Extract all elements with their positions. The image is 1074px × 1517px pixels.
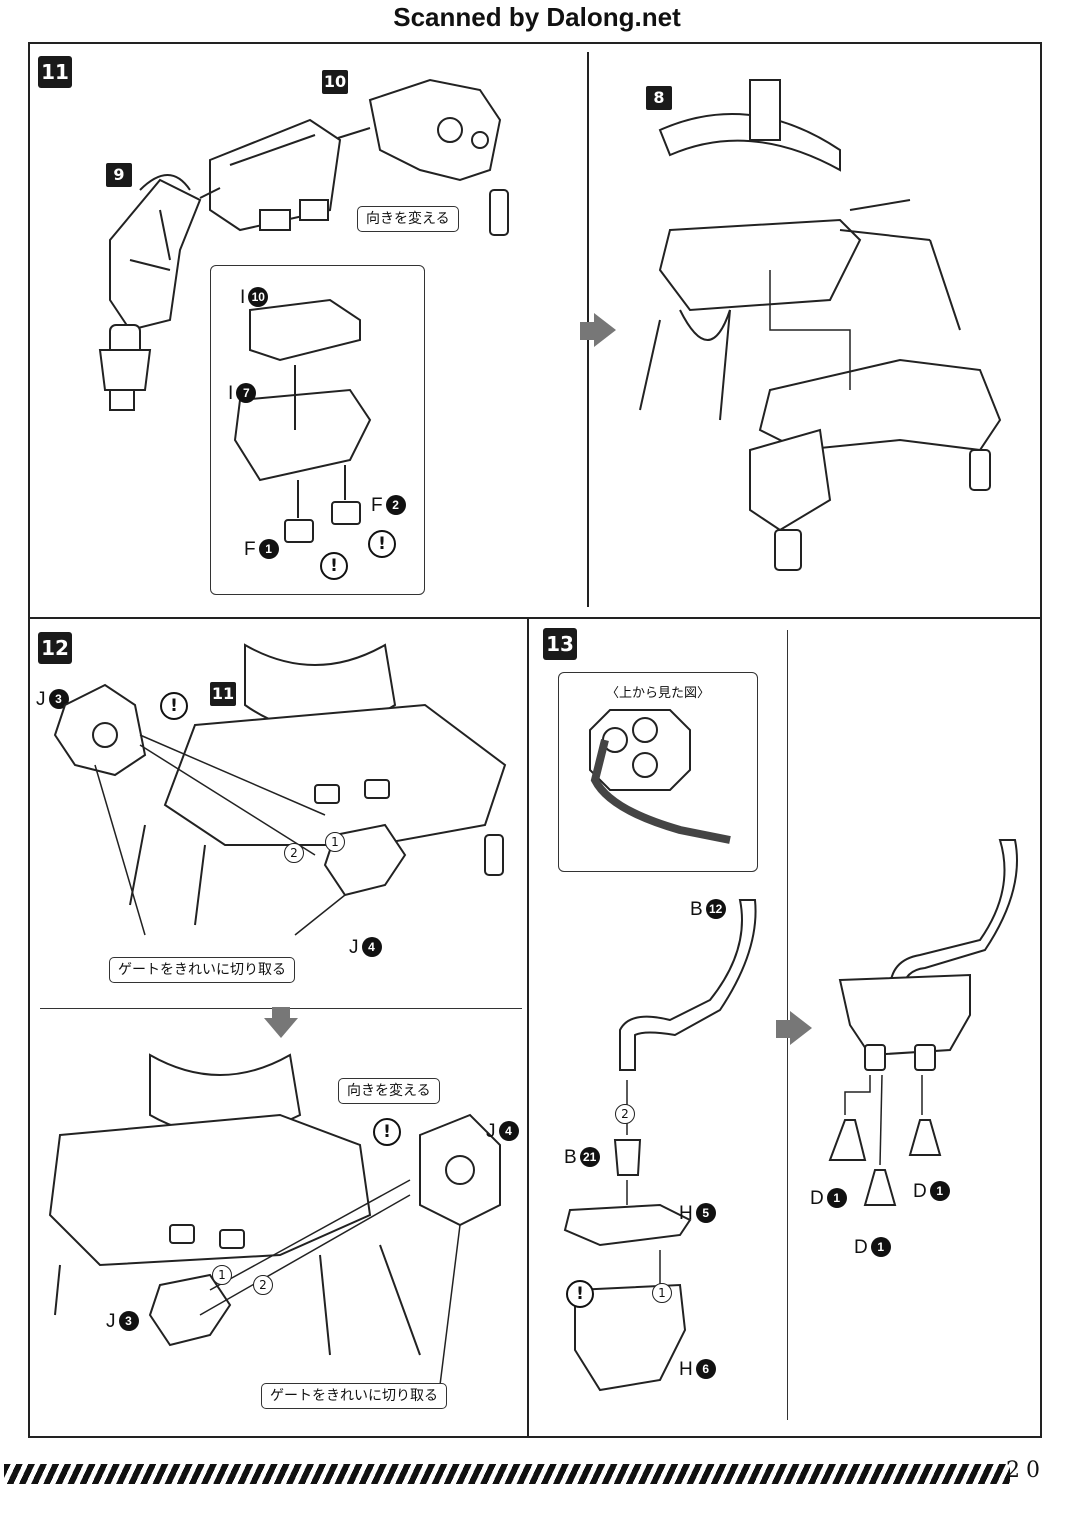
order-step-1: 1 bbox=[325, 832, 345, 852]
part-letter: J bbox=[106, 1311, 116, 1332]
part-letter: J bbox=[486, 1121, 496, 1142]
part-number: 3 bbox=[118, 1311, 139, 1331]
step11-arm-illustration bbox=[98, 78, 509, 411]
step11-callout-turn: 向きを変える bbox=[357, 206, 459, 232]
part-number: 4 bbox=[361, 937, 382, 957]
topview-box bbox=[558, 672, 758, 872]
subassembly-11-tag: 11 bbox=[210, 682, 236, 706]
part-number: 1 bbox=[258, 539, 279, 559]
step-12-number: 12 bbox=[38, 632, 72, 664]
scan-credit: Scanned by Dalong.net bbox=[393, 2, 681, 32]
part-number: 12 bbox=[705, 899, 726, 919]
next-arrow-icon bbox=[594, 313, 616, 347]
part-letter: B bbox=[564, 1147, 577, 1168]
next-arrow-tail bbox=[776, 1020, 790, 1038]
part-letter: B bbox=[690, 899, 703, 920]
part-letter: I bbox=[228, 383, 234, 404]
part-number: 6 bbox=[695, 1359, 716, 1379]
part-number: 1 bbox=[826, 1188, 847, 1208]
step12-callout-gate-bottom: ゲートをきれいに切り取る bbox=[261, 1383, 447, 1409]
down-arrow-tail bbox=[272, 1007, 290, 1019]
order-step-2: 2 bbox=[615, 1104, 635, 1124]
warning-icon: ! bbox=[160, 692, 188, 720]
order-step-1: 1 bbox=[212, 1265, 232, 1285]
subassembly-9-tag: 9 bbox=[106, 163, 132, 187]
step11-detail-box bbox=[210, 265, 425, 595]
footer-stripe-bar bbox=[4, 1464, 1010, 1484]
row-divider bbox=[28, 617, 1042, 619]
step12-13-divider bbox=[527, 618, 529, 1438]
part-number: 4 bbox=[498, 1121, 519, 1141]
next-arrow-tail bbox=[580, 322, 594, 340]
step-13-number: 13 bbox=[543, 628, 577, 660]
warning-icon: ! bbox=[373, 1118, 401, 1146]
part-letter: I bbox=[240, 287, 246, 308]
part-number: 5 bbox=[695, 1203, 716, 1223]
topview-title: 〈上から見た図〉 bbox=[606, 686, 711, 701]
warning-icon: ! bbox=[320, 552, 348, 580]
part-letter: D bbox=[854, 1237, 868, 1258]
next-arrow-icon bbox=[790, 1011, 812, 1045]
part-letter: F bbox=[244, 539, 256, 560]
subassembly-8-tag: 8 bbox=[646, 86, 672, 110]
part-letter: D bbox=[913, 1181, 927, 1202]
warning-icon: ! bbox=[368, 530, 396, 558]
order-step-2: 2 bbox=[284, 843, 304, 863]
part-letter: J bbox=[36, 689, 46, 710]
order-step-2: 2 bbox=[253, 1275, 273, 1295]
page-number: 20 bbox=[1006, 1458, 1046, 1483]
step12-bottom-illustration bbox=[48, 1053, 501, 1386]
part-letter: H bbox=[679, 1203, 693, 1224]
warning-icon: ! bbox=[566, 1280, 594, 1308]
part-letter: H bbox=[679, 1359, 693, 1380]
step12-callout-turn: 向きを変える bbox=[338, 1078, 440, 1104]
step12-top-illustration bbox=[53, 643, 507, 936]
step11-detail-illustration bbox=[233, 298, 372, 543]
part-number: 3 bbox=[48, 689, 69, 709]
step11-body-illustration bbox=[639, 79, 1002, 571]
topview-illustration bbox=[589, 709, 731, 844]
step13-left-illustration bbox=[563, 899, 757, 1392]
part-number: 7 bbox=[236, 383, 257, 403]
part-letter: J bbox=[349, 937, 359, 958]
step13-right-illustration bbox=[828, 839, 1018, 1206]
down-arrow-icon bbox=[264, 1018, 298, 1038]
step12-callout-gate-top: ゲートをきれいに切り取る bbox=[109, 957, 295, 983]
part-letter: D bbox=[810, 1188, 824, 1209]
part-number: 1 bbox=[929, 1181, 950, 1201]
part-number: 21 bbox=[579, 1147, 600, 1167]
part-number: 2 bbox=[385, 495, 406, 515]
subassembly-10-tag: 10 bbox=[322, 70, 348, 94]
instruction-frame bbox=[28, 42, 1042, 1438]
part-number: 10 bbox=[248, 287, 269, 307]
part-number: 1 bbox=[870, 1237, 891, 1257]
part-letter: F bbox=[371, 495, 383, 516]
order-step-1: 1 bbox=[652, 1283, 672, 1303]
step-11-number: 11 bbox=[38, 56, 72, 88]
